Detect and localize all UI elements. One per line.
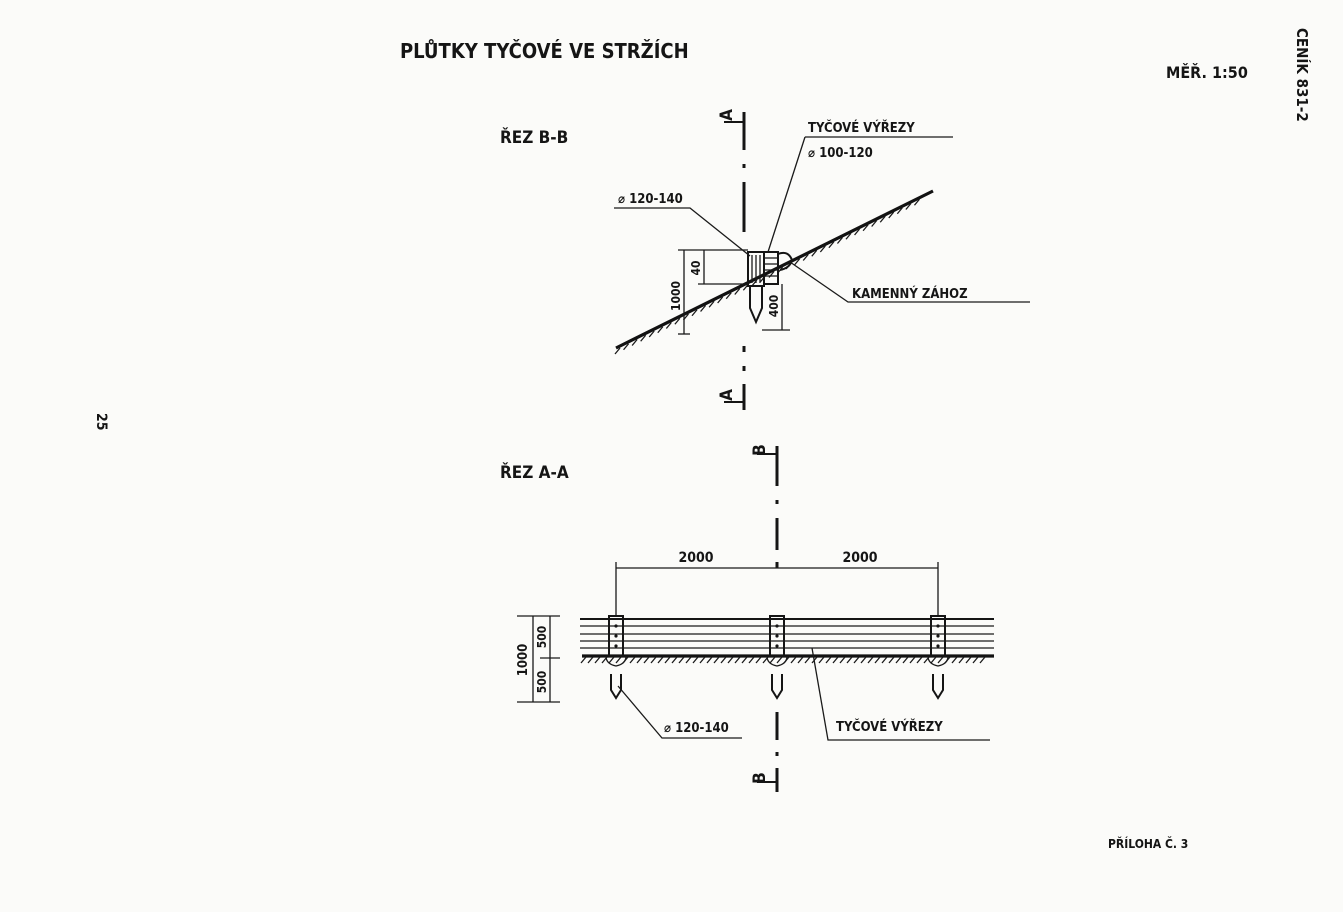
svg-text:KAMENNÝ ZÁHOZ: KAMENNÝ ZÁHOZ (852, 286, 968, 302)
scale-label: MĚŘ. 1:50 (1166, 63, 1248, 82)
section-bb: ŘEZ B-B A A (500, 109, 1030, 410)
dim-total-aa: 1000 (516, 644, 531, 677)
section-bb-heading: ŘEZ B-B (500, 126, 568, 148)
section-aa-rods-callout: TYČOVÉ VÝŘEZY (811, 647, 990, 741)
rod-bundle (763, 251, 779, 285)
section-aa-heading: ŘEZ A-A (500, 461, 569, 483)
svg-text:TYČOVÉ VÝŘEZY: TYČOVÉ VÝŘEZY (808, 120, 915, 136)
page-number: 25 (93, 413, 109, 431)
section-bb-dimensions: 1000 40 400 (669, 249, 790, 335)
dim-upper-aa: 500 (535, 626, 549, 649)
section-aa-span-dimensions: 2000 2000 (615, 550, 939, 616)
fence-post (766, 615, 788, 700)
svg-text:⌀ 120-140: ⌀ 120-140 (618, 192, 683, 207)
dim-span-left: 2000 (678, 550, 713, 566)
section-bb-cut-mark-top: A (717, 109, 744, 123)
dim-span-right: 2000 (842, 550, 877, 566)
sheet-title: PLŮTKY TYČOVÉ VE STRŽÍCH (400, 39, 689, 63)
rod-diameter-dim: ⌀ 100-120 (808, 146, 873, 161)
section-aa-cut-mark-bottom: B (750, 772, 777, 784)
section-aa: ŘEZ A-A B B 2000 2000 (500, 444, 994, 792)
post-section-bb (747, 251, 794, 325)
fence-post (605, 615, 627, 700)
section-bb-post-callout: ⌀ 120-140 (614, 192, 751, 257)
svg-text:TYČOVÉ VÝŘEZY: TYČOVÉ VÝŘEZY (836, 719, 943, 735)
section-aa-cut-mark-top: B (750, 444, 777, 456)
ground-aa (580, 654, 994, 664)
section-bb-stone-callout: KAMENNÝ ZÁHOZ (789, 261, 1030, 303)
svg-text:B: B (750, 772, 770, 784)
section-bb-cut-mark-bottom: A (717, 389, 744, 403)
dim-upper-bb: 40 (689, 260, 703, 275)
catalog-label: CENÍK 831-2 (1293, 28, 1312, 122)
svg-text:A: A (717, 389, 737, 401)
appendix-label: PŘÍLOHA Č. 3 (1108, 836, 1188, 851)
svg-text:A: A (717, 109, 737, 121)
fence-rails (580, 618, 994, 649)
svg-text:B: B (750, 444, 770, 456)
dim-lower-aa: 500 (535, 671, 549, 694)
section-aa-height-dimensions: 1000 500 500 (516, 615, 560, 703)
dim-total-bb: 1000 (669, 281, 683, 311)
svg-text:⌀ 120-140: ⌀ 120-140 (664, 721, 729, 736)
fence-posts (605, 615, 949, 700)
dim-lower-bb: 400 (767, 295, 781, 318)
section-aa-post-callout: ⌀ 120-140 (617, 685, 742, 739)
fence-post (927, 615, 949, 700)
section-bb-rods-callout: TYČOVÉ VÝŘEZY ⌀ 100-120 (767, 120, 953, 253)
stone-fill (777, 251, 794, 271)
